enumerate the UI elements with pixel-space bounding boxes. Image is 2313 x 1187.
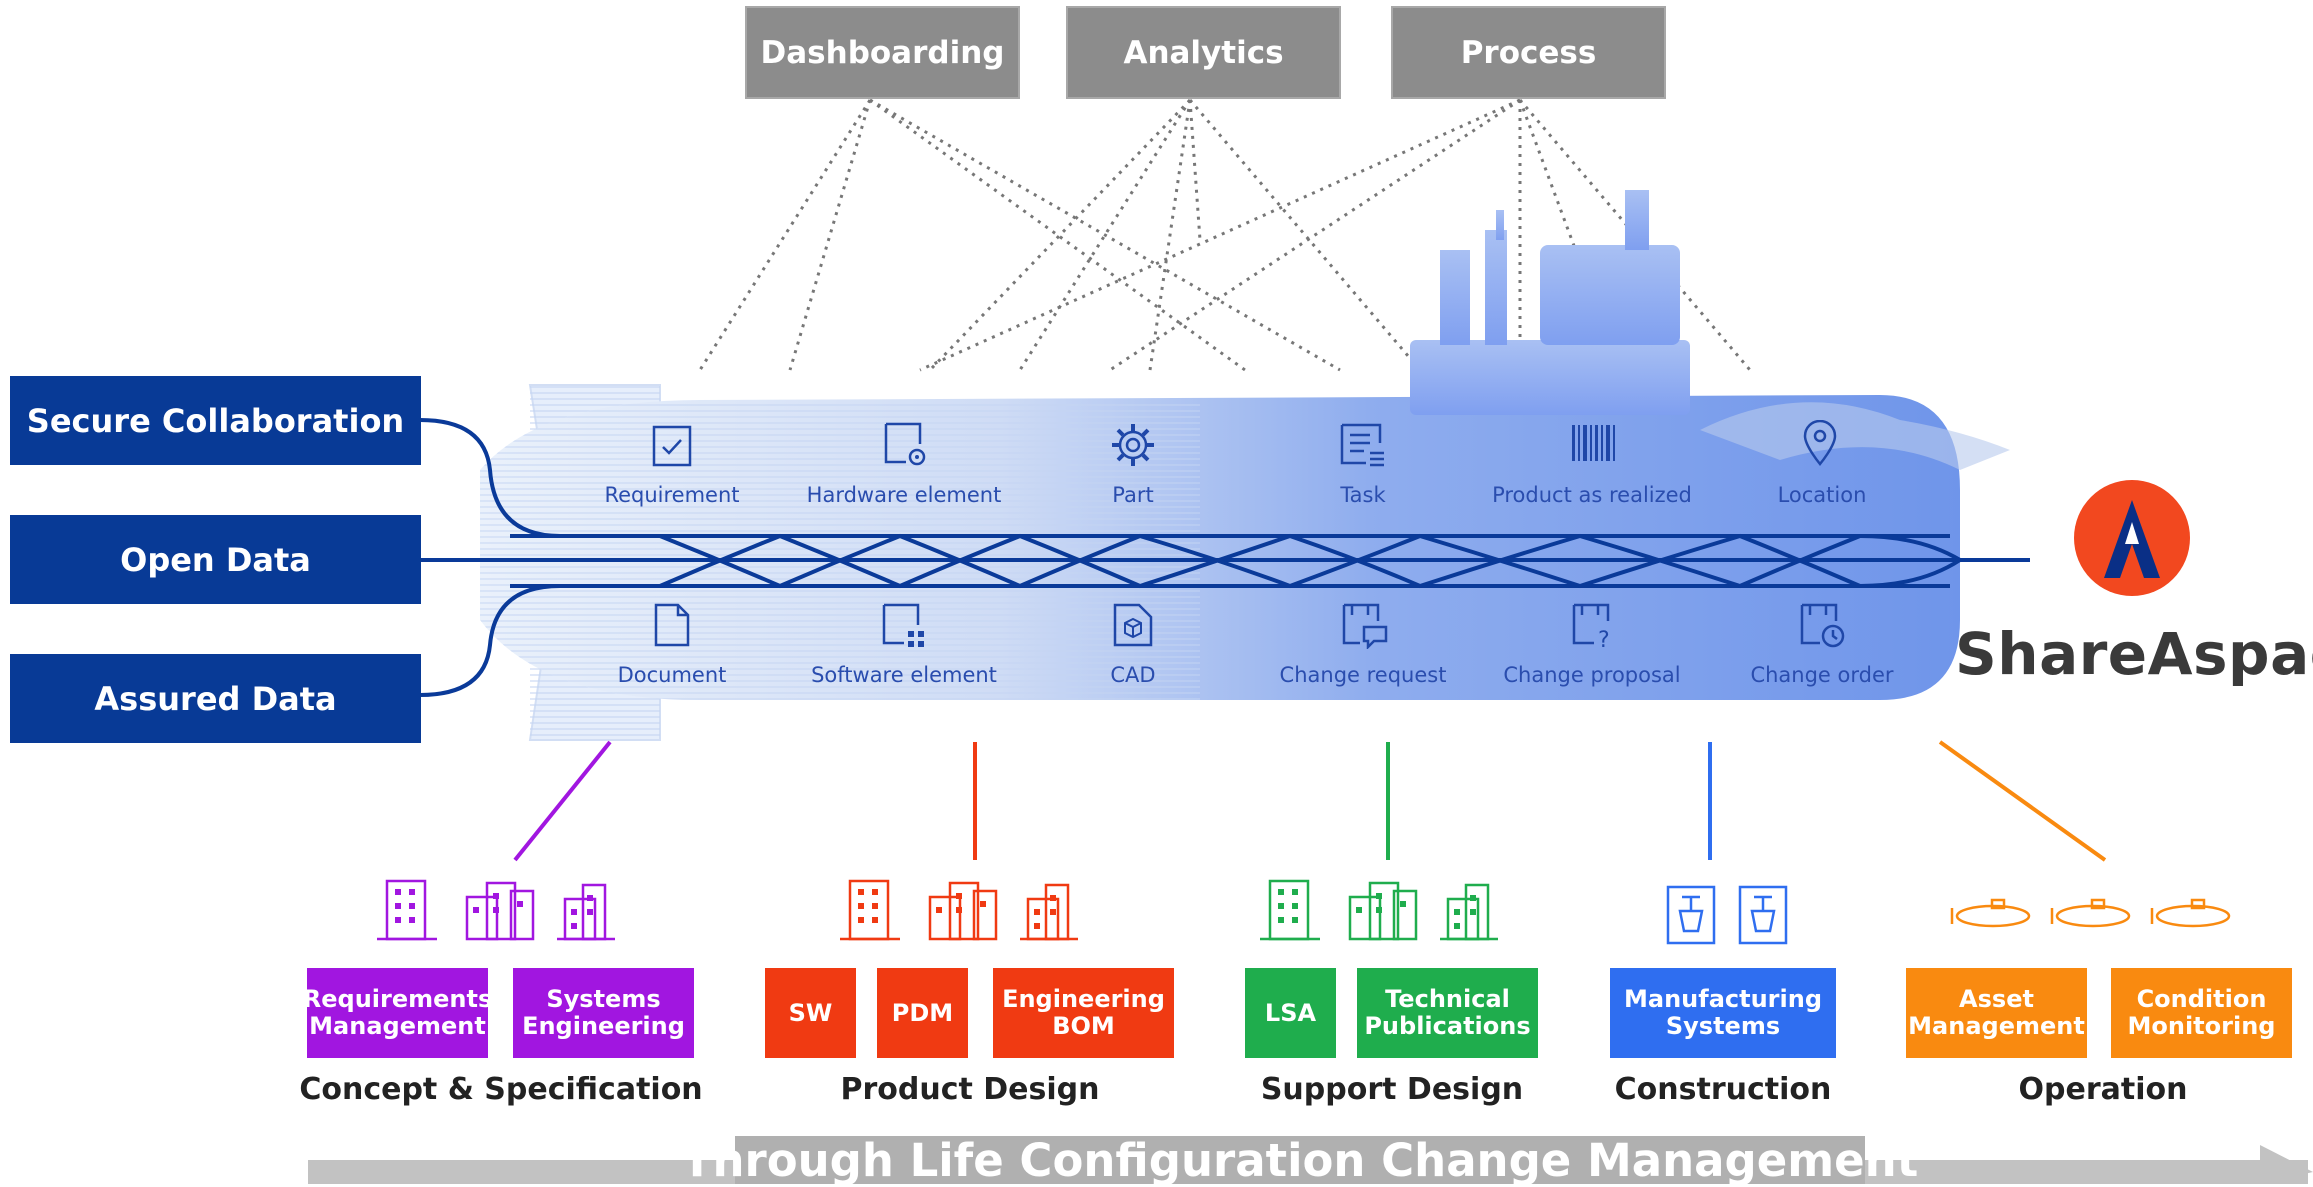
requirements-management-box: Requirements Management [303,968,492,1058]
condition-monitoring-box: Condition Monitoring [2111,968,2292,1058]
task-label: Task [1340,483,1386,507]
wave-splash [1700,402,2010,470]
analytics-box: Analytics [1066,6,1341,99]
building-icons-support [1260,879,1498,941]
lsa-box: LSA [1245,968,1336,1058]
hardware-element-label: Hardware element [806,483,1002,507]
submarine-tower [1410,190,1690,415]
phase-connectors [513,740,2107,862]
location-pin-icon [1803,420,1837,466]
submarine-icons-operation [1950,898,2231,928]
svg-text:?: ? [1598,628,1610,649]
software-element-label: Software element [811,663,997,687]
product-as-realized-label: Product as realized [1492,483,1692,507]
barcode-icon [1572,425,1615,461]
change-proposal-label: Change proposal [1503,663,1681,687]
shareaspace-logo-icon [2074,480,2190,596]
phase-support-design: Support Design [1260,1072,1524,1107]
software-element-icon [882,603,924,647]
change-order-icon [1800,603,1845,648]
change-proposal-icon: ? [1572,603,1610,649]
phase-construction: Construction [1614,1072,1832,1107]
hardware-element-icon [884,422,926,466]
secure-collaboration-box: Secure Collaboration [10,376,421,465]
building-icons-concept [377,879,615,941]
brand-name: ShareAspace [1955,620,2313,688]
pdm-box: PDM [877,968,968,1058]
submarine-hull [480,395,1960,700]
sw-box: SW [765,968,856,1058]
manufacturing-systems-box: Manufacturing Systems [1610,968,1836,1058]
cad-label: CAD [1110,663,1156,687]
cad-icon [1113,603,1153,647]
banner-title: Through Life Configuration Change Manage… [681,1133,1919,1187]
document-icon [654,603,690,647]
document-label: Document [617,663,727,687]
task-icon [1340,423,1384,467]
location-label: Location [1777,483,1867,507]
building-icons-product [840,879,1078,941]
change-request-icon [1342,603,1388,649]
change-request-label: Change request [1279,663,1447,687]
technical-publications-box: Technical Publications [1357,968,1538,1058]
systems-engineering-box: Systems Engineering [513,968,694,1058]
assured-data-box: Assured Data [10,654,421,743]
phase-concept-specification: Concept & Specification [299,1072,703,1107]
engineering-bom-box: Engineering BOM [993,968,1174,1058]
dotted-connectors [698,98,1752,372]
part-gear-icon [1112,424,1154,466]
phase-product-design: Product Design [840,1072,1100,1107]
change-order-label: Change order [1750,663,1894,687]
open-data-box: Open Data [10,515,421,604]
shipyard-icons-construction [1666,885,1788,945]
asset-management-box: Asset Management [1906,968,2087,1058]
dashboarding-box: Dashboarding [745,6,1020,99]
requirement-icon [652,425,692,467]
banner-arrow [308,1136,2313,1184]
phase-operation: Operation [2018,1072,2188,1107]
data-weave [415,418,2030,697]
part-label: Part [1112,483,1154,507]
requirement-label: Requirement [604,483,740,507]
process-box: Process [1391,6,1666,99]
